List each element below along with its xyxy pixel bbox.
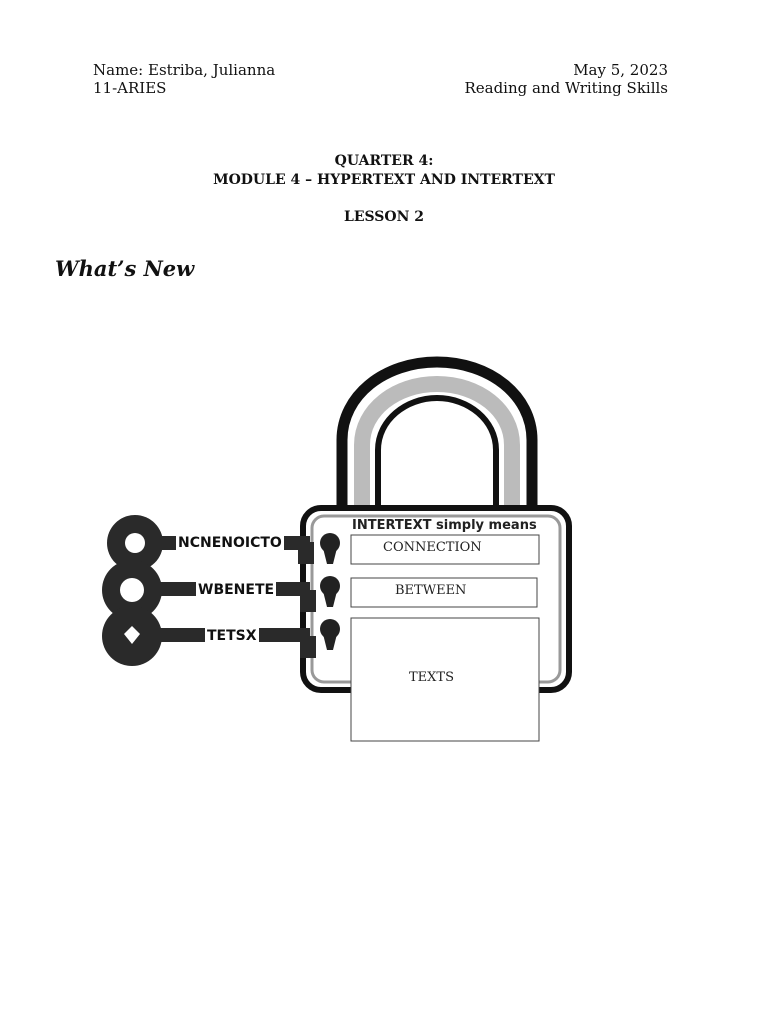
quarter-title: QUARTER 4: [334,153,434,169]
date-subject: May 5, 2023 Reading and Writing Skills [464,61,668,97]
answer-3: TEXTS [409,670,454,685]
key-word-2: WBENETE [196,582,277,598]
lock-title: INTERTEXT simply means [352,518,537,533]
student-name: Name: Estriba, Julianna 11-ARIES [93,61,275,97]
key-word-3: TETSX [205,628,259,644]
answer-2: BETWEEN [395,583,467,598]
student-section: 11-ARIES [93,79,167,97]
answer-1: CONNECTION [383,540,482,555]
date-text: May 5, 2023 [573,61,668,79]
subject-text: Reading and Writing Skills [464,79,668,97]
lesson-title: LESSON 2 [343,209,425,225]
key-word-1: NCNENOICTO [176,535,284,551]
keyhole-icon [320,533,340,650]
answer-boxes [350,534,540,742]
section-heading: What’s New [55,256,195,281]
padlock-shackle [336,356,538,520]
student-name-text: Name: Estriba, Julianna [93,61,276,79]
module-title: MODULE 4 – HYPERTEXT AND INTERTEXT [213,172,555,188]
